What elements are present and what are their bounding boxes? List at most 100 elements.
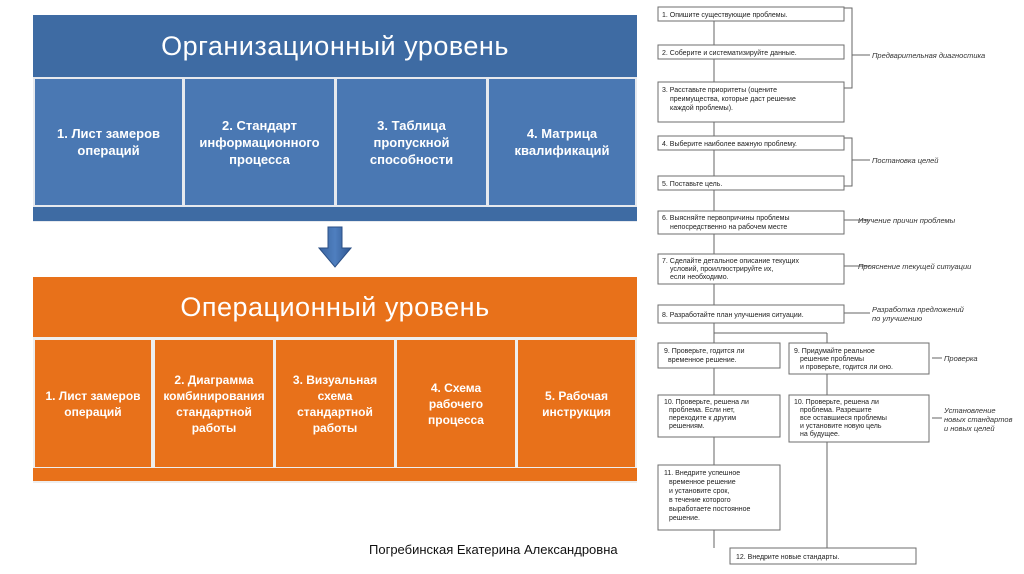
flow-step-10b-line4: и установите новую цель: [800, 423, 882, 430]
org-item-2-line2: информационного: [199, 134, 320, 150]
ops-item-3-line1: 3. Визуальная: [292, 372, 378, 387]
phase-label-7-line2: новых стандартов: [944, 415, 1013, 424]
flow-step-9b: 9. Придумайте реальное решение проблемы …: [788, 342, 930, 375]
flow-step-10a-line1: 10. Проверьте, решена ли: [664, 399, 749, 406]
flow-step-7-line1: 7. Сделайте детальное описание текущих: [662, 257, 799, 265]
org-item-1: 1. Лист замеров операций: [35, 79, 182, 205]
org-item-4-line1: 4. Матрица: [526, 126, 598, 141]
flow-step-10b-line5: на будущее.: [800, 430, 840, 438]
flow-step-8: 8. Разработайте план улучшения ситуации.: [657, 304, 845, 324]
phase-label-5-line2: по улучшению: [872, 314, 923, 323]
flow-step-10b-line3: все оставшиеся проблемы: [800, 414, 887, 422]
org-item-4-line2: квалификаций: [514, 143, 610, 158]
flow-step-7: 7. Сделайте детальное описание текущих у…: [657, 253, 845, 285]
org-item-1-line1: 1. Лист замеров: [56, 126, 161, 141]
ops-item-5-line2: инструкция: [542, 404, 611, 419]
flow-step-9b-line3: и проверьте, годится ли оно.: [800, 364, 893, 371]
ops-item-1-line2: операций: [64, 404, 122, 419]
author-name: Погребинская Екатерина Александровна: [369, 542, 618, 557]
org-level-footer-bar: [33, 207, 637, 221]
flow-step-10a-line4: решениям.: [669, 423, 705, 430]
flow-step-3-line3: каждой проблемы).: [670, 104, 733, 112]
flow-step-11-line1: 11. Внедрите успешное: [664, 470, 740, 477]
ops-item-3-line2: схема: [317, 388, 353, 403]
flow-step-11-line2: временное решение: [669, 479, 736, 486]
flow-step-9b-line1: 9. Придумайте реальное: [794, 347, 875, 355]
flow-step-3-line2: преимущества, которые даст решение: [670, 96, 796, 103]
phase-label-3: Изучение причин проблемы: [858, 216, 956, 225]
flow-step-6-line2: непосредственно на рабочем месте: [670, 223, 787, 231]
flow-step-10a: 10. Проверьте, решена ли проблема. Если …: [657, 394, 781, 438]
flow-step-11-line6: решение.: [669, 515, 700, 522]
phase-label-7-line3: и новых целей: [944, 424, 995, 433]
down-arrow-icon: [318, 226, 352, 268]
flow-step-11-line3: и установите срок,: [669, 488, 729, 495]
org-item-2-line1: 2. Стандарт: [222, 117, 297, 133]
ops-item-3-line4: работы: [312, 420, 358, 435]
ops-item-5-line1: 5. Рабочая: [545, 388, 608, 403]
flow-step-9a-line2: временное решение.: [668, 357, 737, 364]
phase-label-7-line1: Установление: [943, 406, 996, 415]
org-item-2-line3: процесса: [229, 151, 290, 167]
flow-step-3-line1: 3. Расставьте приоритеты (оцените: [662, 87, 777, 94]
flow-step-10a-line3: переходите к другим: [669, 415, 736, 422]
ops-item-4-line3: процесса: [428, 412, 484, 427]
flow-step-6: 6. Выясняйте первопричины проблемы непос…: [657, 210, 845, 235]
problem-solving-flowchart: 1. Опишите существующие проблемы. 2. Соб…: [657, 6, 1013, 565]
ops-item-2-line1: 2. Диаграмма: [174, 372, 254, 387]
flow-step-9b-line2: решение проблемы: [800, 355, 864, 363]
ops-level-footer-bar: [33, 468, 637, 481]
org-item-4: 4. Матрица квалификаций: [489, 79, 635, 205]
flow-step-11-line4: в течение которого: [669, 497, 731, 504]
flow-step-5-line1: 5. Поставьте цель.: [662, 181, 722, 188]
flow-step-4: 4. Выберите наиболее важную проблему.: [657, 135, 845, 151]
flow-step-7-line3: если необходимо.: [670, 273, 729, 281]
ops-item-2-line2: комбинирования: [163, 388, 265, 403]
phase-label-2: Постановка целей: [872, 156, 939, 165]
flow-step-9a: 9. Проверьте, годится ли временное решен…: [657, 342, 781, 369]
flow-step-6-line1: 6. Выясняйте первопричины проблемы: [662, 214, 790, 222]
org-item-3-line3: способности: [369, 151, 454, 167]
flow-step-2: 2. Соберите и систематизируйте данные.: [657, 44, 845, 60]
ops-item-2-line3: стандартной: [176, 404, 252, 419]
flow-step-12: 12. Внедрите новые стандарты.: [729, 547, 917, 565]
flow-step-11: 11. Внедрите успешное временное решение …: [657, 464, 781, 531]
flow-step-10a-line2: проблема. Если нет,: [669, 406, 735, 414]
flow-step-10b-line2: проблема. Разрешите: [800, 406, 872, 414]
flow-step-1: 1. Опишите существующие проблемы.: [657, 6, 845, 22]
flow-step-12-line1: 12. Внедрите новые стандарты.: [736, 554, 839, 561]
phase-label-4: Прояснение текущей ситуации: [858, 262, 972, 271]
org-item-3-line1: 3. Таблица: [377, 117, 446, 133]
ops-level-title: Операционный уровень: [33, 277, 637, 337]
org-level-title: Организационный уровень: [33, 15, 637, 77]
org-item-3-line2: пропускной: [373, 134, 450, 150]
phase-label-1: Предварительная диагностика: [872, 51, 985, 60]
ops-item-4-line2: рабочего: [428, 396, 484, 411]
flow-step-9a-line1: 9. Проверьте, годится ли: [664, 348, 745, 355]
flow-step-10b: 10. Проверьте, решена ли проблема. Разре…: [788, 394, 930, 443]
flow-step-3: 3. Расставьте приоритеты (оцените преиму…: [657, 81, 845, 123]
org-item-1-line2: операций: [77, 143, 140, 158]
ops-item-2-line4: работы: [191, 420, 237, 435]
flow-step-5: 5. Поставьте цель.: [657, 175, 845, 191]
ops-item-4-line1: 4. Схема: [430, 380, 482, 395]
flow-step-1-line1: 1. Опишите существующие проблемы.: [662, 11, 788, 19]
flow-step-8-line1: 8. Разработайте план улучшения ситуации.: [662, 311, 804, 319]
phase-label-5-line1: Разработка предложений: [872, 305, 965, 314]
ops-item-3-line3: стандартной: [297, 404, 373, 419]
flow-connectors: [713, 7, 942, 548]
flow-step-11-line5: выработаете постоянное: [669, 505, 751, 513]
ops-item-1-line1: 1. Лист замеров: [45, 388, 141, 403]
flow-step-4-line1: 4. Выберите наиболее важную проблему.: [662, 140, 797, 148]
phase-label-6: Проверка: [944, 354, 978, 363]
flow-step-10b-line1: 10. Проверьте, решена ли: [794, 399, 879, 406]
flow-step-2-line1: 2. Соберите и систематизируйте данные.: [662, 49, 797, 57]
flow-step-7-line2: условий, проиллюстрируйте их,: [670, 265, 773, 273]
